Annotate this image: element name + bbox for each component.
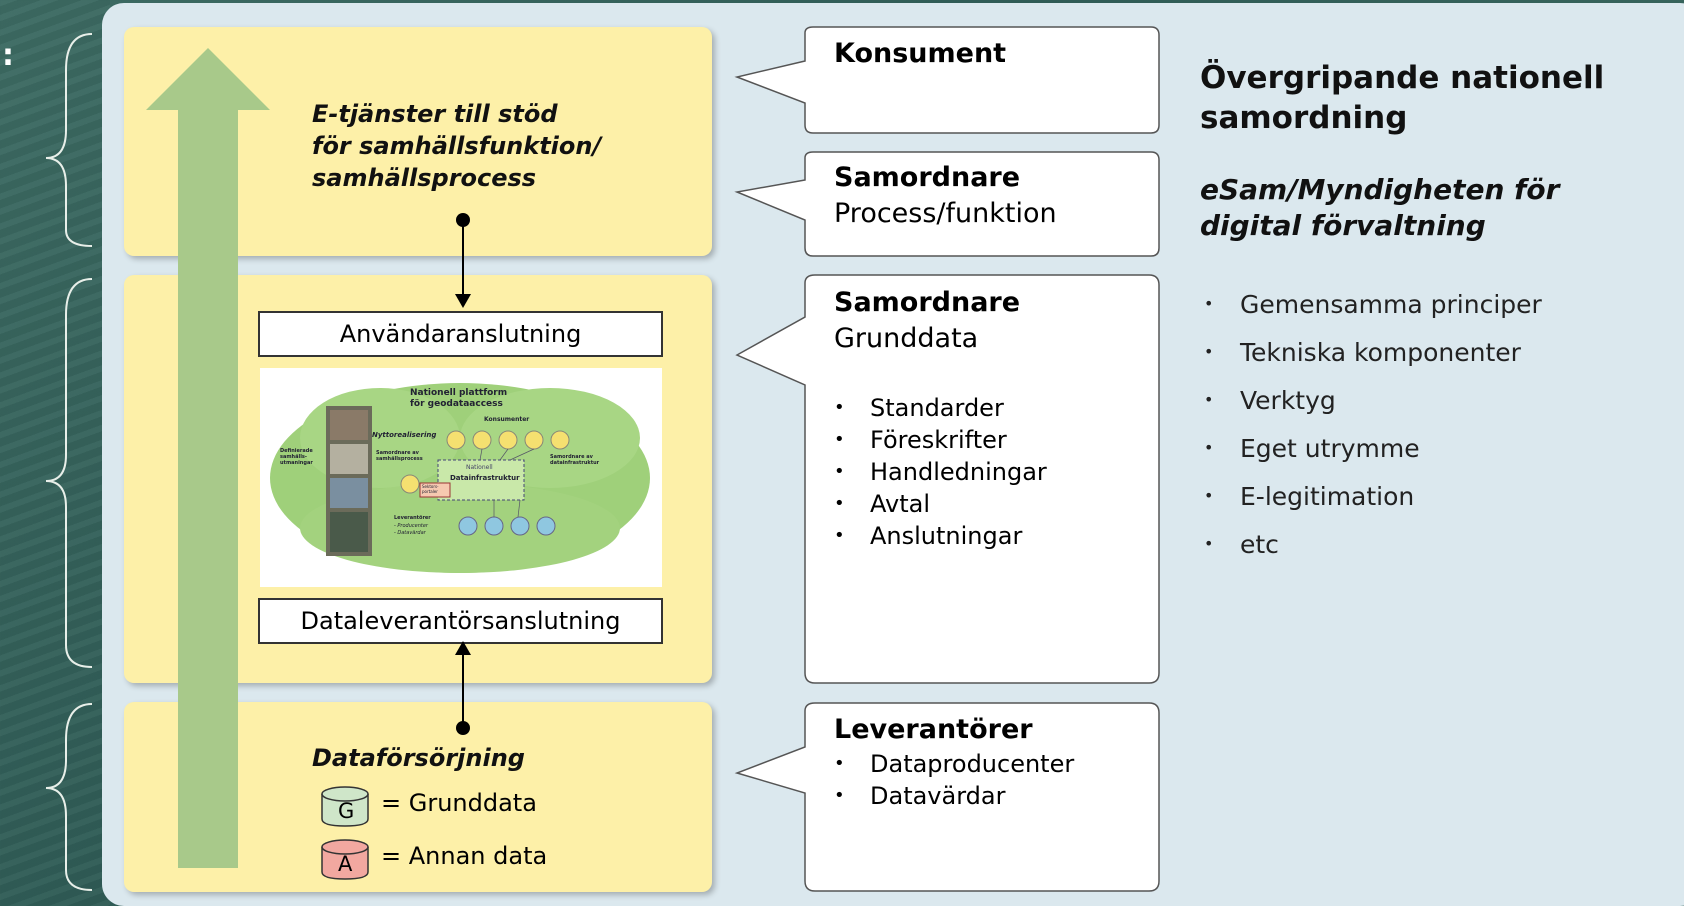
callout-samordnare-process-subtitle: Process/funktion	[834, 198, 1057, 229]
diagram-datainfrastruktur: Datainfrastruktur	[450, 474, 520, 482]
level-top-title-line1: E-tjänster till stöd	[312, 100, 558, 128]
callout-konsument	[734, 26, 1160, 134]
list-item: Eget utrymme	[1200, 434, 1542, 482]
list-item: Avtal	[834, 488, 1047, 520]
arrowhead-up-icon	[455, 641, 471, 655]
diagram-title-line2: för geodataaccess	[410, 399, 503, 409]
diagram-nyttorealisering: Nyttorealisering	[372, 431, 437, 439]
user-connection-box: Användaranslutning	[258, 311, 663, 357]
callout-samordnare-grunddata-list: Standarder Föreskrifter Handledningar Av…	[834, 392, 1047, 552]
list-item: Standarder	[834, 392, 1047, 424]
callout-leverantorer-title: Leverantörer	[834, 714, 1033, 745]
diagram-title-line1: Nationell plattform	[410, 388, 508, 398]
connector-line-top	[462, 222, 464, 302]
diagram-definierade: Definierade samhälls-utmaningar	[280, 448, 313, 466]
diagram-sektorsportaler: Sektors-portaler	[422, 484, 439, 494]
list-item: Föreskrifter	[834, 424, 1047, 456]
right-column-title: Övergripande nationell samordning	[1200, 60, 1605, 136]
connector-dot-bottom	[456, 721, 470, 735]
callout-samordnare-grunddata-title: Samordnare	[834, 287, 1021, 318]
connector-line-bottom	[462, 652, 464, 726]
brace-middle	[45, 278, 93, 668]
list-item: Gemensamma principer	[1200, 290, 1542, 338]
level-top-title-line3: samhällsprocess	[312, 164, 537, 192]
diagram-datavardar: - Datavärdar	[394, 530, 426, 536]
level-top-title-line2: för samhällsfunktion/	[312, 132, 602, 160]
diagram-nationell: Nationell	[466, 464, 493, 471]
diagram-samordnare-infra: Samordnare av datainfrastruktur	[550, 454, 600, 466]
diagram-leverantorer: Leverantörer	[394, 515, 431, 521]
level-top-title: E-tjänster till stöd för samhällsfunktio…	[312, 98, 601, 194]
callout-samordnare-process	[734, 151, 1160, 257]
legend-annandata-label: = Annan data	[381, 842, 548, 870]
callout-samordnare-process-title: Samordnare	[834, 162, 1021, 193]
brace-bottom	[45, 703, 93, 891]
callout-konsument-title: Konsument	[834, 38, 1007, 69]
legend-grunddata-label: = Grunddata	[381, 789, 537, 817]
level-bottom-title: Dataförsörjning	[312, 744, 525, 772]
diagram-samordnare-process: Samordnare av samhällsprocess	[376, 450, 423, 462]
upward-arrow	[146, 48, 270, 868]
list-item: Anslutningar	[834, 520, 1047, 552]
provider-connection-box: Dataleverantörsanslutning	[258, 598, 663, 644]
list-item: etc	[1200, 530, 1542, 578]
list-item: E-legitimation	[1200, 482, 1542, 530]
connector-dot-top	[456, 213, 470, 227]
list-item: Tekniska komponenter	[1200, 338, 1542, 386]
list-item: Dataproducenter	[834, 748, 1074, 780]
arrowhead-down-icon	[455, 294, 471, 308]
right-column-list: Gemensamma principer Tekniska komponente…	[1200, 290, 1542, 578]
database-a-icon	[321, 839, 369, 880]
diagram-smiley-icons	[400, 430, 570, 536]
left-edge-glyph: :	[2, 38, 14, 73]
callout-samordnare-grunddata-subtitle: Grunddata	[834, 323, 979, 354]
brace-top	[45, 33, 93, 247]
database-g-letter: G	[338, 799, 355, 823]
right-column-subtitle: eSam/Myndigheten för digital förvaltning	[1200, 173, 1560, 242]
database-g-icon	[321, 786, 369, 827]
list-item: Datavärdar	[834, 780, 1074, 812]
list-item: Verktyg	[1200, 386, 1542, 434]
list-item: Handledningar	[834, 456, 1047, 488]
diagram-producenter: - Producenter	[394, 523, 428, 529]
geodata-platform-diagram: Nationell plattform för geodataaccess Ko…	[260, 368, 662, 587]
database-a-letter: A	[338, 852, 353, 876]
diagram-konsumenter: Konsumenter	[484, 416, 530, 423]
chalkboard-texture	[0, 0, 110, 906]
callout-leverantorer-list: Dataproducenter Datavärdar	[834, 748, 1074, 812]
